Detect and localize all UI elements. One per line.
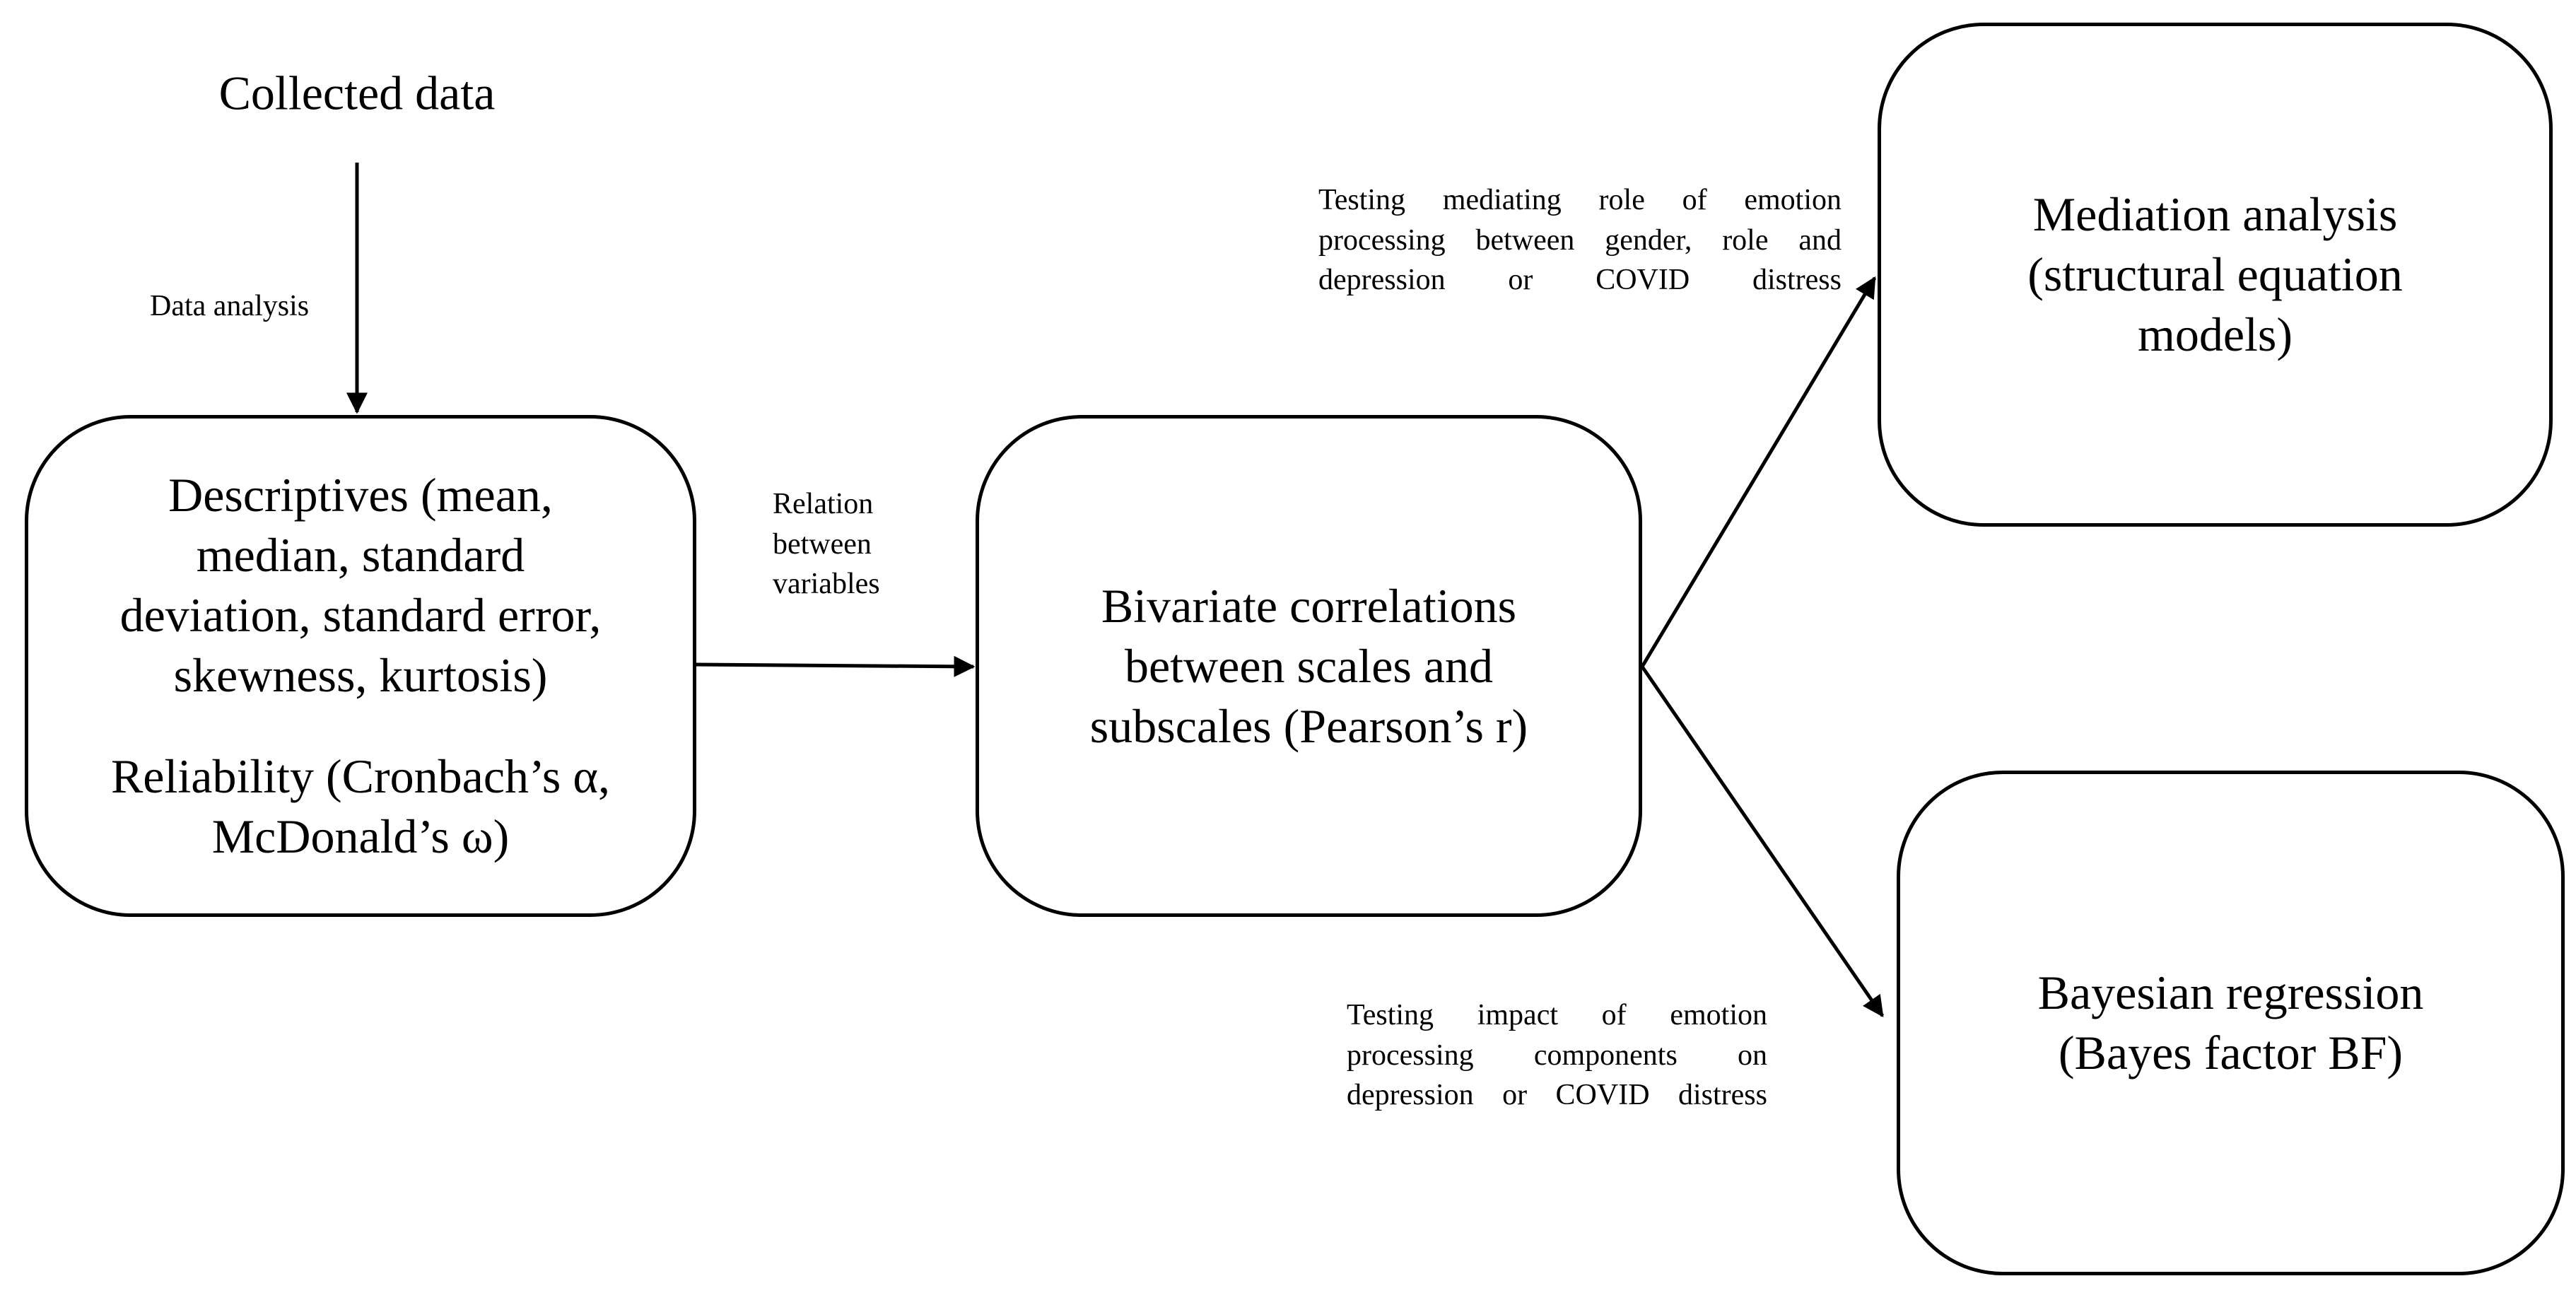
data-analysis-label: Data analysis <box>150 290 310 322</box>
reliability-line: McDonald’s ω) <box>211 809 510 863</box>
descriptives-line: deviation, standard error, <box>119 588 602 642</box>
mediation-node: Mediation analysis (structural equation … <box>1878 23 2553 527</box>
mediation-test-label: Testing mediating role of emotion proces… <box>1318 184 1842 297</box>
mediation-line: (structural equation <box>2027 247 2403 301</box>
bayesian-node: Bayesian regression (Bayes factor BF) <box>1897 771 2565 1275</box>
arrow-bivariate-to-bayesian <box>1640 665 1885 1018</box>
arrow-bivariate-to-mediation <box>1640 276 1877 668</box>
mediation-line: models) <box>2137 308 2293 361</box>
reliability-line: Reliability (Cronbach’s α, <box>110 749 611 803</box>
bivariate-line: between scales and <box>1124 638 1494 693</box>
bivariate-node: Bivariate correlations between scales an… <box>976 415 1642 917</box>
mediation-line: Mediation analysis <box>2032 187 2398 241</box>
bivariate-line: Bivariate correlations <box>1101 578 1517 633</box>
arrow-descriptives-to-bivariate <box>694 655 976 677</box>
bivariate-line: subscales (Pearson’s r) <box>1089 698 1528 753</box>
impact-test-label: Testing impact of emotion processing com… <box>1347 999 1767 1112</box>
relation-label: Relation between variables <box>773 488 880 601</box>
descriptives-line: skewness, kurtosis) <box>173 648 548 702</box>
descriptives-line: Descriptives (mean, <box>168 468 553 522</box>
descriptives-node: Descriptives (mean, median, standard dev… <box>25 415 696 917</box>
bayesian-line: Bayesian regression <box>2037 966 2424 1019</box>
bayesian-line: (Bayes factor BF) <box>2058 1026 2404 1080</box>
descriptives-line: median, standard <box>196 528 525 582</box>
collected-data-label: Collected data <box>218 66 496 120</box>
